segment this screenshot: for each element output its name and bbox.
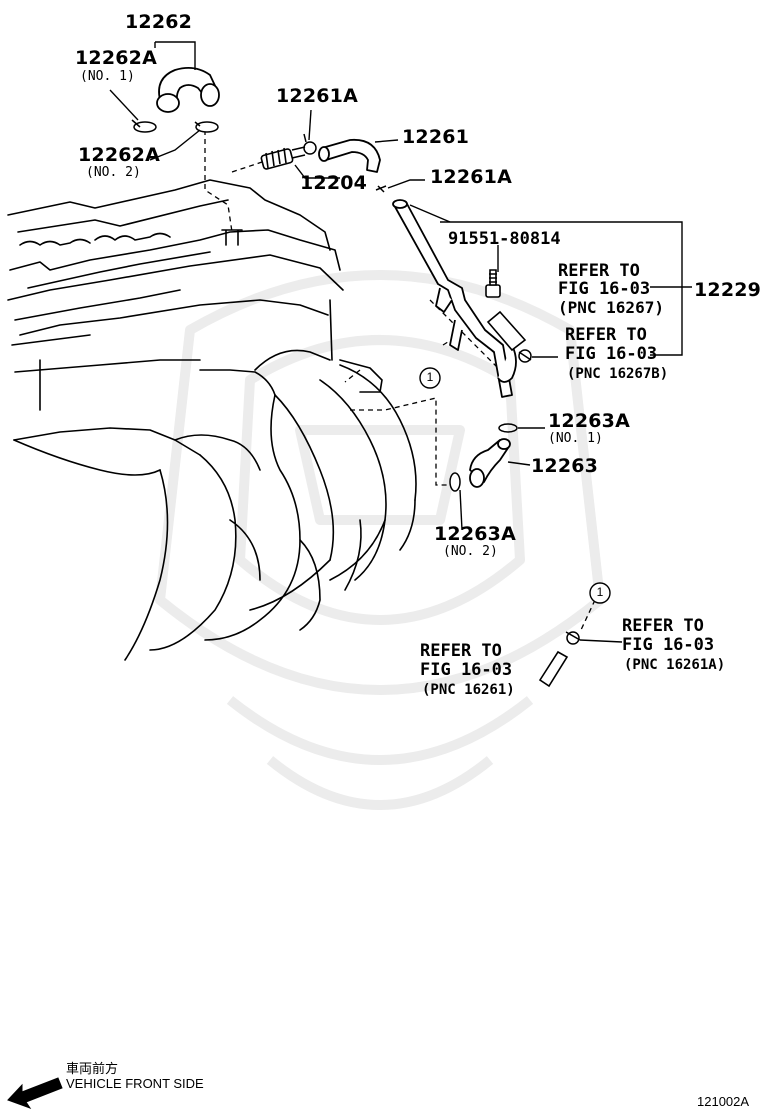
callout-circle-1a — [419, 367, 441, 389]
refer-16267-pnc: (PNC 16267) — [558, 298, 664, 317]
hose-16261 — [538, 650, 569, 688]
pipe-12229 — [392, 199, 517, 398]
vehicle-front-arrow-icon — [7, 1077, 63, 1109]
part-sub-12262A-no2: (NO. 2) — [86, 165, 141, 180]
hose-12263 — [469, 438, 511, 488]
watermark-emblem — [155, 270, 605, 810]
refer-16267B-line1: REFER TO — [565, 325, 647, 345]
callout-number-1b: 1 — [596, 585, 604, 599]
figure-code: 121002A — [697, 1094, 750, 1109]
part-label-12261A-mid: 12261A — [430, 166, 513, 188]
part-sub-12263A-no1: (NO. 1) — [548, 431, 603, 446]
vehicle-front-en-label: VEHICLE FRONT SIDE — [66, 1076, 204, 1091]
part-label-12262A-no2: 12262A — [78, 144, 161, 166]
clip-12262A-no2 — [194, 121, 219, 133]
part-label-12263A-no1: 12263A — [548, 410, 631, 432]
part-label-12204: 12204 — [300, 172, 368, 194]
refer-16261-line1: REFER TO — [420, 641, 502, 661]
valve-12204 — [260, 146, 306, 170]
clip-12263A-no1 — [498, 423, 518, 433]
refer-16261A-line2: FIG 16-03 — [622, 635, 715, 655]
clamp-12261A-mid — [375, 185, 387, 193]
hose-16267 — [486, 310, 527, 352]
part-label-12263A-no2: 12263A — [434, 523, 517, 545]
part-label-12262: 12262 — [125, 11, 193, 33]
clamp-12261A-top — [303, 133, 317, 155]
part-sub-12263A-no2: (NO. 2) — [443, 544, 498, 559]
part-label-91551-80814: 91551-80814 — [448, 229, 561, 249]
refer-16261A-pnc: (PNC 16261A) — [624, 657, 726, 673]
callout-circle-1b — [589, 582, 611, 604]
refer-16261-pnc: (PNC 16261) — [422, 682, 515, 698]
part-sub-12262A-no1: (NO. 1) — [80, 69, 135, 84]
part-label-12263: 12263 — [531, 455, 599, 477]
part-label-12261: 12261 — [402, 126, 470, 148]
hose-12262 — [156, 66, 220, 113]
bolt-91551 — [485, 269, 501, 298]
leader-lines — [109, 41, 692, 643]
clip-12262A-no1 — [131, 119, 157, 133]
callout-number-1a: 1 — [426, 370, 434, 384]
clip-12263A-no2 — [449, 472, 461, 492]
engine-block — [7, 179, 417, 661]
refer-16261A-line1: REFER TO — [622, 616, 704, 636]
clamp-16267B — [518, 349, 532, 363]
part-label-12262A-no1: 12262A — [75, 47, 158, 69]
part-label-12261A-top: 12261A — [276, 85, 359, 107]
refer-16267-line1: REFER TO — [558, 261, 640, 281]
refer-16267-line2: FIG 16-03 — [558, 279, 651, 299]
refer-16261-line2: FIG 16-03 — [420, 660, 513, 680]
clamp-16261A — [565, 631, 581, 645]
part-label-12229: 12229 — [694, 279, 760, 301]
refer-16267B-line2: FIG 16-03 — [565, 344, 658, 364]
refer-16267B-pnc: (PNC 16267B) — [567, 366, 669, 382]
hose-12261 — [318, 138, 381, 173]
vehicle-front-jp-label: 車両前方 — [66, 1061, 119, 1076]
